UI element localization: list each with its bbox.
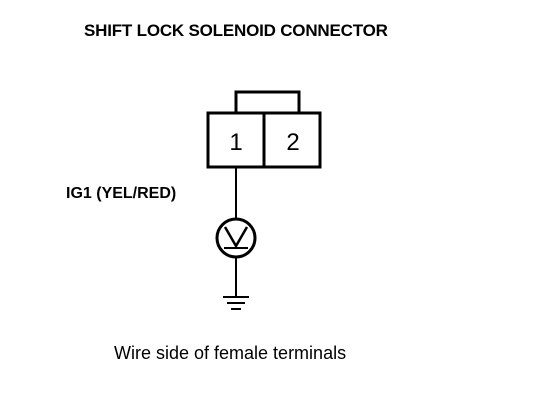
terminal-2-label: 2 <box>286 129 299 156</box>
diagram-title: SHIFT LOCK SOLENOID CONNECTOR <box>84 21 388 40</box>
wire-label: IG1 (YEL/RED) <box>66 185 176 202</box>
connector-body <box>206 111 322 169</box>
diagram-caption: Wire side of female terminals <box>114 343 346 363</box>
ground-icon <box>223 296 249 310</box>
voltmeter-icon: V <box>215 217 257 259</box>
connector-lock-tab <box>234 90 301 113</box>
terminal-1-label: 1 <box>229 129 242 156</box>
